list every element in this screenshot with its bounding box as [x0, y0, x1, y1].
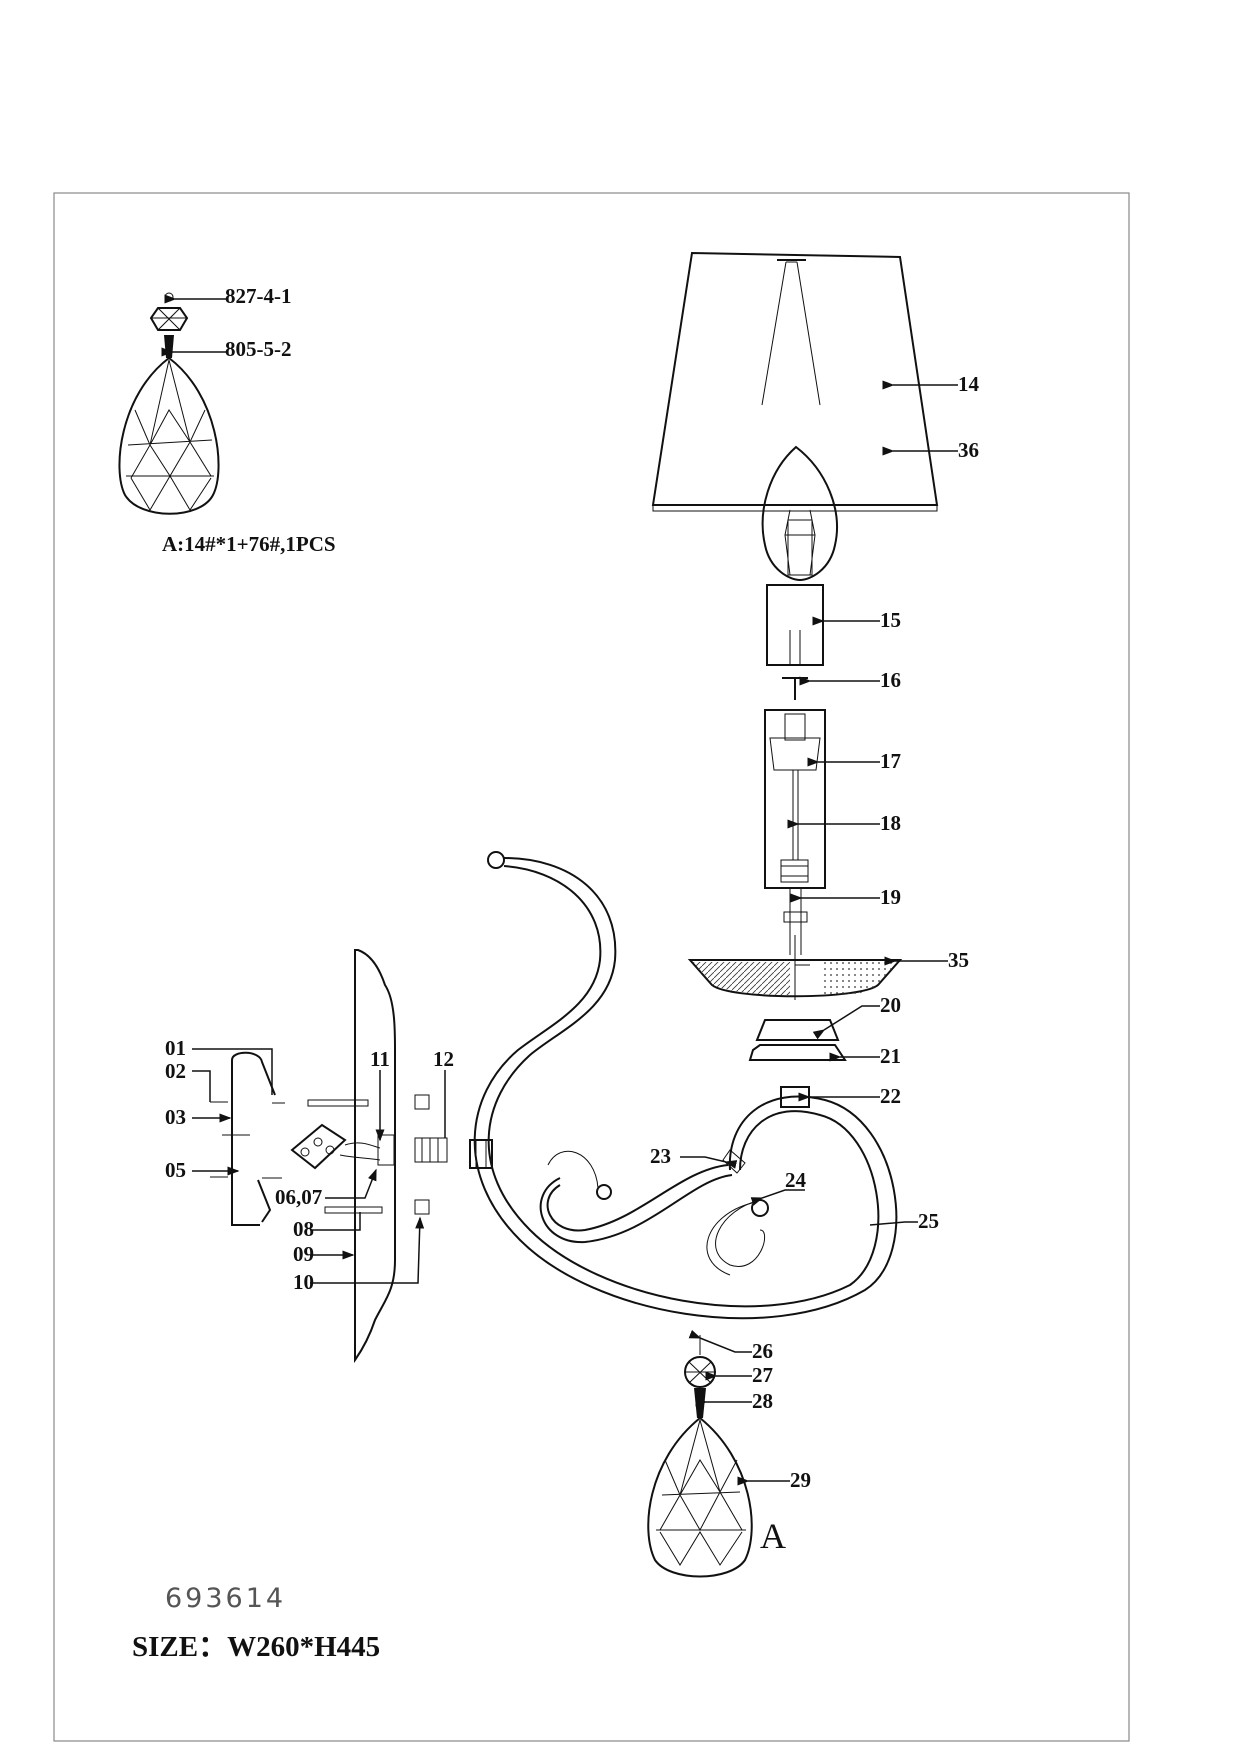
wall-back-plate	[354, 949, 396, 1364]
model-number: 693614	[165, 1583, 287, 1614]
callout-26: 26	[752, 1339, 773, 1363]
leader-lines	[192, 380, 958, 1486]
part-label-805-5-2: 805-5-2	[225, 337, 292, 361]
callout-02: 02	[165, 1059, 186, 1083]
terminal-block	[290, 1123, 395, 1170]
callout-12: 12	[433, 1047, 454, 1071]
drawing-frame	[53, 192, 1130, 1742]
threaded-nipple	[414, 1137, 448, 1163]
callout-17: 17	[880, 749, 901, 773]
scroll-arm	[469, 851, 898, 1320]
lamp-shade	[651, 251, 939, 512]
callout-06-07: 06,07	[275, 1185, 322, 1209]
callout-03: 03	[165, 1105, 186, 1129]
nipple-screw	[782, 677, 808, 700]
callout-16: 16	[880, 668, 901, 692]
detail-a-crystal: 827-4-1 805-5-2	[118, 284, 292, 515]
callout-08: 08	[293, 1217, 314, 1241]
callout-labels: 14 36 15 16 17 18 19 35 20 21 22 23 24 2…	[165, 372, 980, 1492]
callout-21: 21	[880, 1044, 901, 1068]
callout-18: 18	[880, 811, 901, 835]
callout-23: 23	[650, 1144, 671, 1168]
callout-20: 20	[880, 993, 901, 1017]
callout-10: 10	[293, 1270, 314, 1294]
callout-24: 24	[785, 1168, 807, 1192]
candle-socket	[766, 584, 824, 666]
size-line: SIZE：W260*H445	[132, 1623, 380, 1665]
callout-36: 36	[958, 438, 979, 462]
cup-ring	[748, 1044, 847, 1061]
size-label: SIZE：	[132, 1631, 228, 1663]
detail-a-note: A:14#*1+76#,1PCS	[162, 532, 336, 556]
callout-09: 09	[293, 1242, 314, 1266]
mounting-bracket	[210, 1051, 430, 1226]
candle-cup	[755, 1019, 840, 1041]
drip-pan	[687, 935, 903, 1000]
part-label-827-4-1: 827-4-1	[225, 284, 292, 308]
detail-a-marker: A	[760, 1516, 786, 1556]
callout-14: 14	[958, 372, 980, 396]
size-value: W260*H445	[227, 1631, 381, 1663]
pendant-crystal	[647, 1335, 753, 1578]
callout-35: 35	[948, 948, 969, 972]
callout-19: 19	[880, 885, 901, 909]
callout-15: 15	[880, 608, 901, 632]
callout-29: 29	[790, 1468, 811, 1492]
callout-05: 05	[165, 1158, 186, 1182]
callout-22: 22	[880, 1084, 901, 1108]
callout-01: 01	[165, 1036, 186, 1060]
callout-11: 11	[370, 1047, 390, 1071]
candle-tube	[764, 709, 826, 955]
callout-27: 27	[752, 1363, 773, 1387]
callout-28: 28	[752, 1389, 773, 1413]
callout-25: 25	[918, 1209, 939, 1233]
candle-bulb	[761, 445, 838, 582]
